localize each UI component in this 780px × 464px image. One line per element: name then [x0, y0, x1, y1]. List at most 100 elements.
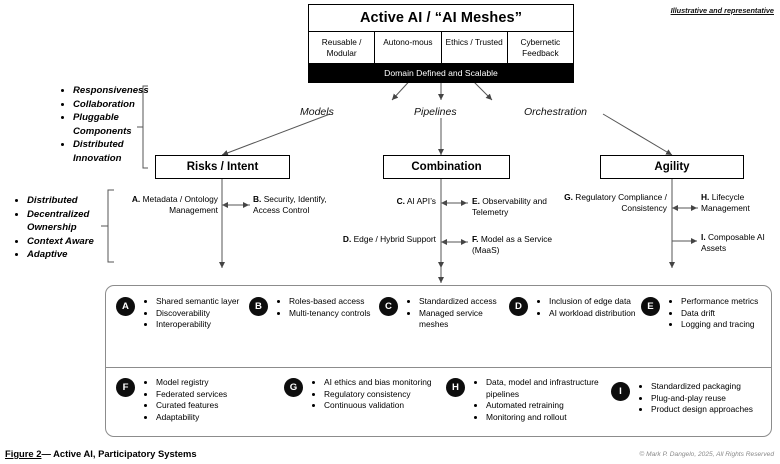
panel-list-b: Roles-based access Multi-tenancy control… [277, 296, 370, 319]
header-column-ethics-trusted: Ethics / Trusted [442, 32, 508, 63]
detail-panel: A Shared semantic layer Discoverability … [105, 285, 772, 437]
list-item: Product design approaches [651, 404, 753, 416]
caption-a-letter: A. [131, 194, 141, 204]
branch-label-models: Models [300, 106, 334, 118]
caption-c: C. AI API’s [338, 196, 436, 207]
branch-label-pipelines: Pipelines [414, 106, 457, 118]
list-item: Adaptive [27, 248, 106, 262]
panel-list-g: AI ethics and bias monitoring Regulatory… [312, 377, 432, 412]
badge-e: E [641, 297, 660, 316]
bullet-group-upper-left: Responsiveness Collaboration Pluggable C… [60, 84, 149, 166]
panel-list-c: Standardized access Managed service mesh… [407, 296, 506, 331]
list-item: Regulatory consistency [324, 389, 432, 401]
badge-f: F [116, 378, 135, 397]
list-item: Data drift [681, 308, 758, 320]
list-item: Automated retraining [486, 400, 606, 412]
header-block: Active AI / “AI Meshes” Reusable / Modul… [308, 4, 574, 83]
page-title: Active AI / “AI Meshes” [309, 5, 573, 32]
list-item: Data, model and infrastructure pipelines [486, 377, 606, 400]
caption-c-letter: C. [396, 196, 405, 206]
list-item: Pluggable Components [73, 111, 148, 138]
caption-e: E. Observability and Telemetry [472, 196, 566, 219]
list-item: Standardized packaging [651, 381, 753, 393]
panel-cell-f: F Model registry Federated services Cura… [116, 377, 276, 423]
header-columns: Reusable / Modular Autono-mous Ethics / … [309, 32, 573, 63]
panel-cell-h: H Data, model and infrastructure pipelin… [446, 377, 606, 423]
list-item: Continuous validation [324, 400, 432, 412]
caption-g-text: Regulatory Compliance / Consistency [575, 192, 667, 214]
caption-d: D. Edge / Hybrid Support [338, 234, 436, 245]
list-item: Interoperability [156, 319, 239, 331]
panel-cell-g: G AI ethics and bias monitoring Regulato… [284, 377, 439, 412]
figure-caption: Figure 2— Active AI, Participatory Syste… [5, 448, 197, 459]
caption-f: F. Model as a Service (MaaS) [472, 234, 566, 257]
caption-i-letter: I. [701, 232, 706, 242]
badge-d: D [509, 297, 528, 316]
list-item: AI workload distribution [549, 308, 636, 320]
list-item: Standardized access [419, 296, 506, 308]
caption-e-text: Observability and Telemetry [472, 196, 547, 218]
list-item: Collaboration [73, 98, 148, 112]
caption-h-letter: H. [701, 192, 710, 202]
caption-f-letter: F. [472, 234, 479, 244]
badge-b: B [249, 297, 268, 316]
list-item: Model registry [156, 377, 227, 389]
header-column-reusable-modular: Reusable / Modular [309, 32, 376, 63]
header-column-cybernetic-feedback: Cybernetic Feedback [520, 37, 561, 58]
figure-label: Figure 2 [5, 448, 42, 459]
header-band: Domain Defined and Scalable [309, 63, 573, 82]
badge-h: H [446, 378, 465, 397]
list-item: Monitoring and rollout [486, 412, 606, 424]
list-item: Plug-and-play reuse [651, 393, 753, 405]
caption-c-text: AI API’s [406, 196, 436, 206]
list-item: Curated features [156, 400, 227, 412]
panel-cell-i: I Standardized packaging Plug-and-play r… [611, 381, 766, 416]
illustrative-note: Illustrative and representative [670, 6, 774, 15]
list-item: AI ethics and bias monitoring [324, 377, 432, 389]
main-box-combination[interactable]: Combination [383, 155, 510, 179]
list-item: Managed service meshes [419, 308, 506, 331]
header-column-autonomous: Autono-mous [375, 32, 442, 63]
badge-c: C [379, 297, 398, 316]
caption-g: G. Regulatory Compliance / Consistency [562, 192, 667, 215]
panel-list-a: Shared semantic layer Discoverability In… [144, 296, 239, 331]
panel-list-d: Inclusion of edge data AI workload distr… [537, 296, 636, 319]
caption-g-letter: G. [564, 192, 573, 202]
badge-a: A [116, 297, 135, 316]
caption-i-text: Composable AI Assets [701, 232, 765, 254]
list-item: Discoverability [156, 308, 239, 320]
panel-cell-c: C Standardized access Managed service me… [379, 296, 506, 331]
caption-f-text: Model as a Service (MaaS) [472, 234, 553, 256]
list-item: Roles-based access [289, 296, 370, 308]
list-item: Shared semantic layer [156, 296, 239, 308]
caption-b-letter: B. [253, 194, 262, 204]
caption-d-text: Edge / Hybrid Support [353, 234, 436, 244]
caption-i: I. Composable AI Assets [701, 232, 779, 255]
list-item: Federated services [156, 389, 227, 401]
caption-b-text: Security, Identify, Access Control [253, 194, 327, 216]
caption-h-text: Lifecycle Management [701, 192, 750, 214]
panel-cell-a: A Shared semantic layer Discoverability … [116, 296, 246, 331]
list-item: Context Aware [27, 235, 106, 249]
copyright-notice: © Mark P. Dangelo, 2025, All Rights Rese… [639, 451, 774, 458]
caption-a: A. Metadata / Ontology Management [113, 194, 218, 217]
badge-g: G [284, 378, 303, 397]
caption-d-letter: D. [342, 234, 352, 244]
list-item: Inclusion of edge data [549, 296, 636, 308]
main-box-agility[interactable]: Agility [600, 155, 744, 179]
list-item: Distributed Innovation [73, 138, 148, 165]
badge-i: I [611, 382, 630, 401]
bullet-group-lower-left: Distributed Decentralized Ownership Cont… [14, 194, 106, 262]
panel-cell-b: B Roles-based access Multi-tenancy contr… [249, 296, 376, 319]
main-box-risks-intent[interactable]: Risks / Intent [155, 155, 290, 179]
list-item: Performance metrics [681, 296, 758, 308]
branch-label-orchestration: Orchestration [524, 106, 588, 118]
list-item: Distributed [27, 194, 106, 208]
panel-divider [106, 367, 771, 368]
list-item: Adaptability [156, 412, 227, 424]
list-item: Decentralized Ownership [27, 208, 106, 235]
panel-list-f: Model registry Federated services Curate… [144, 377, 227, 423]
caption-b: B. Security, Identify, Access Control [253, 194, 348, 217]
caption-e-letter: E. [472, 196, 480, 206]
